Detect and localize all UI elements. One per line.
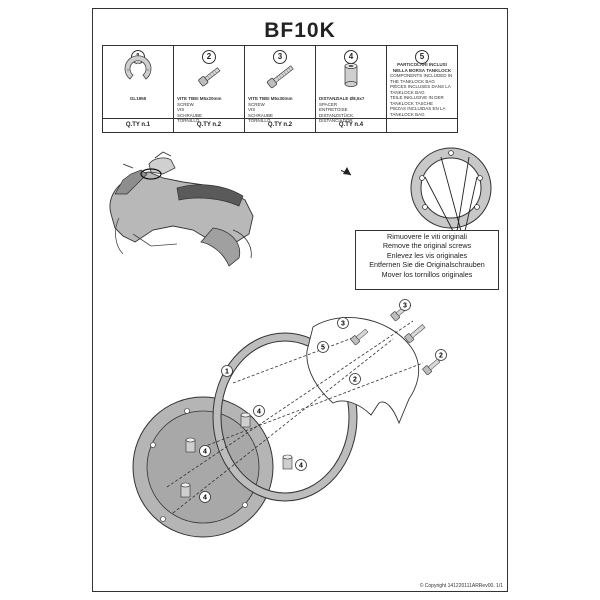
callout-badge-2a: 2 [435,349,447,361]
part-label: DISTANZIALE Ø8,5x7 SPACER ENTRETOISE DIS… [319,96,365,123]
callout-badge-4c: 4 [253,405,265,417]
svg-text:4: 4 [299,463,303,470]
spacer [185,437,196,453]
part-number: 2 [202,50,216,64]
screw-hole [477,175,483,181]
svg-text:3: 3 [403,303,407,310]
parts-table: 1 GL1955 Q.TY n.1 2 VITE TBEI M5x20mm [102,45,458,133]
spacer [282,454,293,470]
part-qty: Q.TY n.4 [316,118,386,132]
callout-badge-1: 1 [221,365,233,377]
part-cell-2: 2 VITE TBEI M5x20mm SCREW VIS SCHRAUBE T… [174,46,245,132]
screw-hole [422,204,428,210]
part-cell-1: 1 GL1955 Q.TY n.1 [103,46,174,132]
callout-badge-4b: 4 [199,491,211,503]
part-cell-3: 3 VITE TBEI M5x30mm SCREW VIS SCHRAUBE T… [245,46,316,132]
document-title: BF10K [264,19,336,42]
callout-badge-3a: 3 [399,299,411,311]
svg-text:4: 4 [203,449,207,456]
exploded-assembly-view: 3 3 2 2 5 1 4 4 [132,299,447,538]
callout-badge-3b: 3 [337,317,349,329]
svg-text:2: 2 [439,353,443,360]
svg-text:5: 5 [321,345,325,352]
screw-hole [419,175,425,181]
callout-badge-5: 5 [317,341,329,353]
part-qty: Q.TY n.2 [245,118,315,132]
svg-text:1: 1 [225,369,229,376]
screw [350,328,369,346]
part-number: 3 [273,50,287,64]
instruction-sheet: BF10K 1 GL1955 Q.TY n.1 2 [92,8,508,592]
screw [422,358,441,376]
screw-hole [474,204,480,210]
svg-text:4: 4 [257,409,261,416]
screw-short-icon [198,67,221,87]
svg-text:4: 4 [203,495,207,502]
part-qty: Q.TY n.1 [103,118,173,132]
part-cell-4: 4 DISTANZIALE Ø8,5x7 SPACER ENTRETOISE D… [316,46,387,132]
screw-hole [448,150,454,156]
part-label: VITE TBEI M5x20mm SCREW VIS SCHRAUBE TOR… [177,96,222,123]
spacer-icon [344,63,358,87]
part-qty [387,118,457,132]
ring-flange-icon [124,55,152,80]
svg-text:2: 2 [353,377,357,384]
part-label: VITE TBEI M5x30mm SCREW VIS SCHRAUBE TOR… [248,96,293,123]
screw-long-icon [266,65,294,89]
svg-text:3: 3 [341,321,345,328]
part-cell-5: 5 PARTICOLARI INCLUSI NELLA BORSA TANKLO… [387,46,457,132]
copyright-notice: © Copyright 141220111ARRev00. 1/1 [419,583,503,589]
callout-badge-4d: 4 [295,459,307,471]
callout-badge-4a: 4 [199,445,211,457]
part-label: GL1955 [129,96,147,101]
part-number: 5 [415,50,429,64]
part-qty: Q.TY n.2 [174,118,244,132]
callout-badge-2b: 2 [349,373,361,385]
screw [404,324,426,344]
remove-screws-note: Rimuovere le viti originali Remove the o… [355,230,499,290]
part-label: PARTICOLARI INCLUSI NELLA BORSA TANKLOCK… [390,62,453,117]
spacer [180,482,191,498]
tank-cap-detail [341,147,492,232]
motorcycle-illustration [109,151,254,267]
spacer [240,412,251,428]
